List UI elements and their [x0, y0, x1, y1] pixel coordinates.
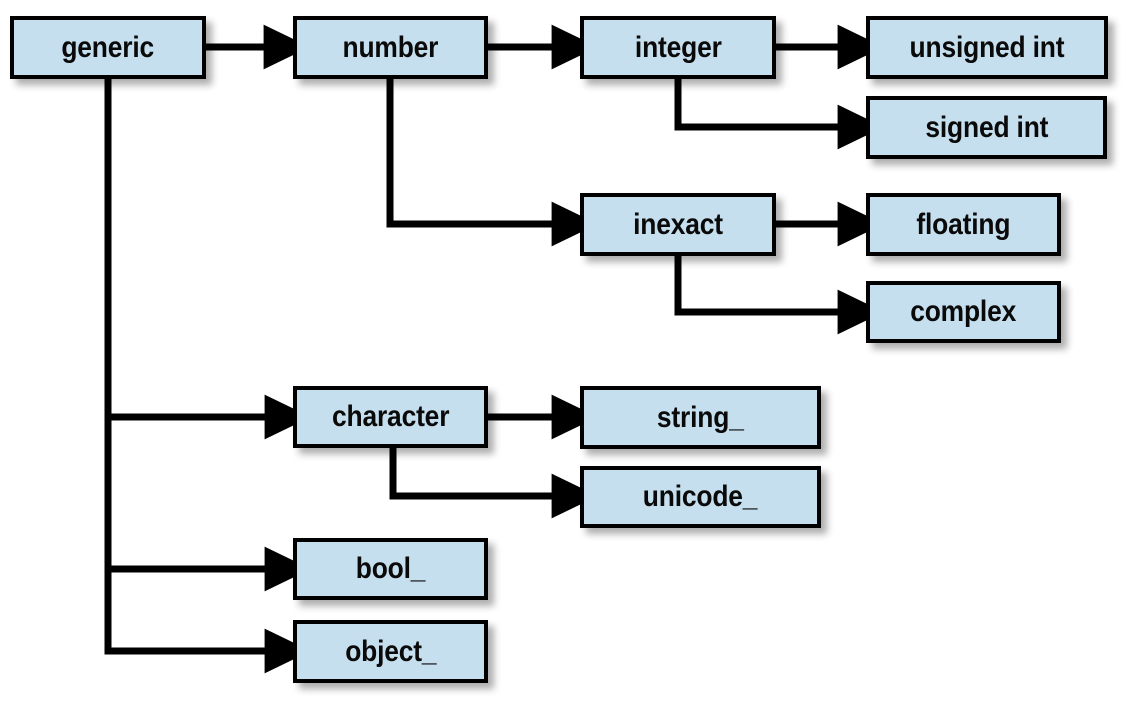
node-generic-label: generic	[61, 30, 155, 64]
node-complex[interactable]: complex	[866, 281, 1061, 343]
node-unicode[interactable]: unicode_	[580, 466, 821, 528]
node-signed-int[interactable]: signed int	[866, 96, 1107, 159]
edge-integer-signedint	[674, 79, 884, 150]
node-floating[interactable]: floating	[866, 193, 1061, 256]
node-inexact-label: inexact	[633, 207, 723, 241]
node-complex-label: complex	[910, 295, 1017, 328]
node-string-label: string_	[657, 400, 744, 434]
node-generic[interactable]: generic	[10, 16, 206, 79]
edge-inexact-complex	[674, 256, 884, 335]
node-bool[interactable]: bool_	[293, 538, 488, 600]
node-character-label: character	[331, 400, 450, 433]
edge-generic-object	[104, 569, 311, 674]
node-floating-label: floating	[916, 207, 1011, 241]
edge-character-unicode	[389, 448, 598, 519]
node-inexact[interactable]: inexact	[580, 193, 776, 256]
node-integer[interactable]: integer	[580, 16, 776, 79]
node-character[interactable]: character	[293, 386, 488, 448]
node-unsigned-int-label: unsigned int	[909, 30, 1065, 64]
node-object-label: object_	[344, 634, 437, 668]
node-object[interactable]: object_	[293, 620, 488, 683]
edge-number-inexact	[386, 79, 598, 247]
edge-generic-character	[104, 79, 311, 440]
node-number-label: number	[342, 30, 439, 64]
node-number[interactable]: number	[293, 16, 488, 79]
node-integer-label: integer	[634, 30, 722, 64]
node-string[interactable]: string_	[580, 386, 821, 449]
node-bool-label: bool_	[355, 552, 426, 585]
node-signed-int-label: signed int	[925, 110, 1048, 144]
node-unicode-label: unicode_	[643, 480, 758, 513]
edge-generic-bool	[104, 417, 311, 592]
node-unsigned-int[interactable]: unsigned int	[866, 16, 1108, 79]
